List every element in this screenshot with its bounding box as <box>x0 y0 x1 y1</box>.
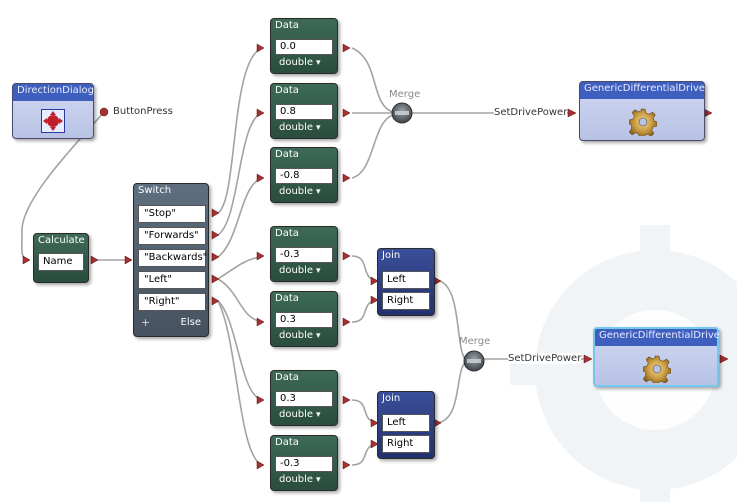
node-title: Data <box>275 149 299 160</box>
data-node[interactable]: Data 0.3 double <box>270 291 338 347</box>
data-node[interactable]: Data -0.3 double <box>270 226 338 282</box>
node-title: Data <box>275 20 299 31</box>
data-node[interactable]: Data 0.0 double <box>270 18 338 74</box>
data-node[interactable]: Data -0.8 double <box>270 147 338 203</box>
dpad-icon <box>41 109 65 133</box>
data-type-dropdown[interactable]: double <box>279 474 320 485</box>
add-case-button[interactable]: + <box>141 316 151 329</box>
gear-icon <box>629 108 657 136</box>
merge-label: Merge <box>389 89 421 100</box>
data-value-field[interactable]: -0.3 <box>275 456 333 472</box>
node-title: Data <box>275 437 299 448</box>
direction-dialog-node[interactable]: DirectionDialog <box>12 83 94 139</box>
data-value-field[interactable]: 0.3 <box>275 312 333 328</box>
data-value-field[interactable]: 0.3 <box>275 391 333 407</box>
data-type-dropdown[interactable]: double <box>279 57 320 68</box>
node-title: Switch <box>138 185 172 196</box>
calculate-expression-field[interactable]: Name <box>38 253 84 271</box>
switch-case-field[interactable]: "Left" <box>138 271 206 289</box>
node-title: Calculate <box>38 235 85 246</box>
node-title: Data <box>275 228 299 239</box>
data-node[interactable]: Data 0.8 double <box>270 83 338 139</box>
setdrivepower-label: SetDrivePower <box>508 353 582 364</box>
switch-case-field[interactable]: "Stop" <box>138 205 206 223</box>
merge-icon[interactable] <box>463 350 485 372</box>
data-type-dropdown[interactable]: double <box>279 409 320 420</box>
node-title: GenericDifferentialDrive <box>584 83 705 94</box>
node-title: Join <box>382 393 401 404</box>
data-type-dropdown[interactable]: double <box>279 330 320 341</box>
data-type-dropdown[interactable]: double <box>279 186 320 197</box>
data-type-dropdown[interactable]: double <box>279 122 320 133</box>
join-node[interactable]: Join Left Right <box>377 391 435 459</box>
differential-drive-node[interactable]: GenericDifferentialDrive <box>593 327 720 387</box>
data-node[interactable]: Data 0.3 double <box>270 370 338 426</box>
node-title: GenericDifferentialDrive <box>599 330 720 341</box>
join-node[interactable]: Join Left Right <box>377 248 435 316</box>
node-title: Join <box>382 250 401 261</box>
data-value-field[interactable]: 0.8 <box>275 104 333 120</box>
join-right-field[interactable]: Right <box>382 292 430 310</box>
data-value-field[interactable]: -0.3 <box>275 247 333 263</box>
merge-icon[interactable] <box>391 102 413 124</box>
gear-icon <box>643 355 671 383</box>
setdrivepower-label: SetDrivePower <box>494 107 568 118</box>
node-title: DirectionDialog <box>17 85 95 96</box>
data-type-dropdown[interactable]: double <box>279 265 320 276</box>
ports <box>22 43 729 470</box>
merge-label: Merge <box>459 336 491 347</box>
join-left-field[interactable]: Left <box>382 414 430 432</box>
join-left-field[interactable]: Left <box>382 271 430 289</box>
node-title: Data <box>275 293 299 304</box>
node-title: Data <box>275 85 299 96</box>
switch-else-label: Else <box>180 317 201 328</box>
switch-case-field[interactable]: "Right" <box>138 293 206 311</box>
differential-drive-node[interactable]: GenericDifferentialDrive <box>579 81 705 141</box>
data-node[interactable]: Data -0.3 double <box>270 435 338 491</box>
join-right-field[interactable]: Right <box>382 435 430 453</box>
switch-case-field[interactable]: "Backwards" <box>138 249 207 267</box>
data-value-field[interactable]: -0.8 <box>275 168 333 184</box>
calculate-node[interactable]: Calculate Name <box>33 233 89 283</box>
data-value-field[interactable]: 0.0 <box>275 39 333 55</box>
node-title: Data <box>275 372 299 383</box>
switch-node[interactable]: Switch "Stop" "Forwards" "Backwards" "Le… <box>133 183 209 337</box>
buttonpress-label: ButtonPress <box>113 106 173 117</box>
switch-case-field[interactable]: "Forwards" <box>138 227 206 245</box>
